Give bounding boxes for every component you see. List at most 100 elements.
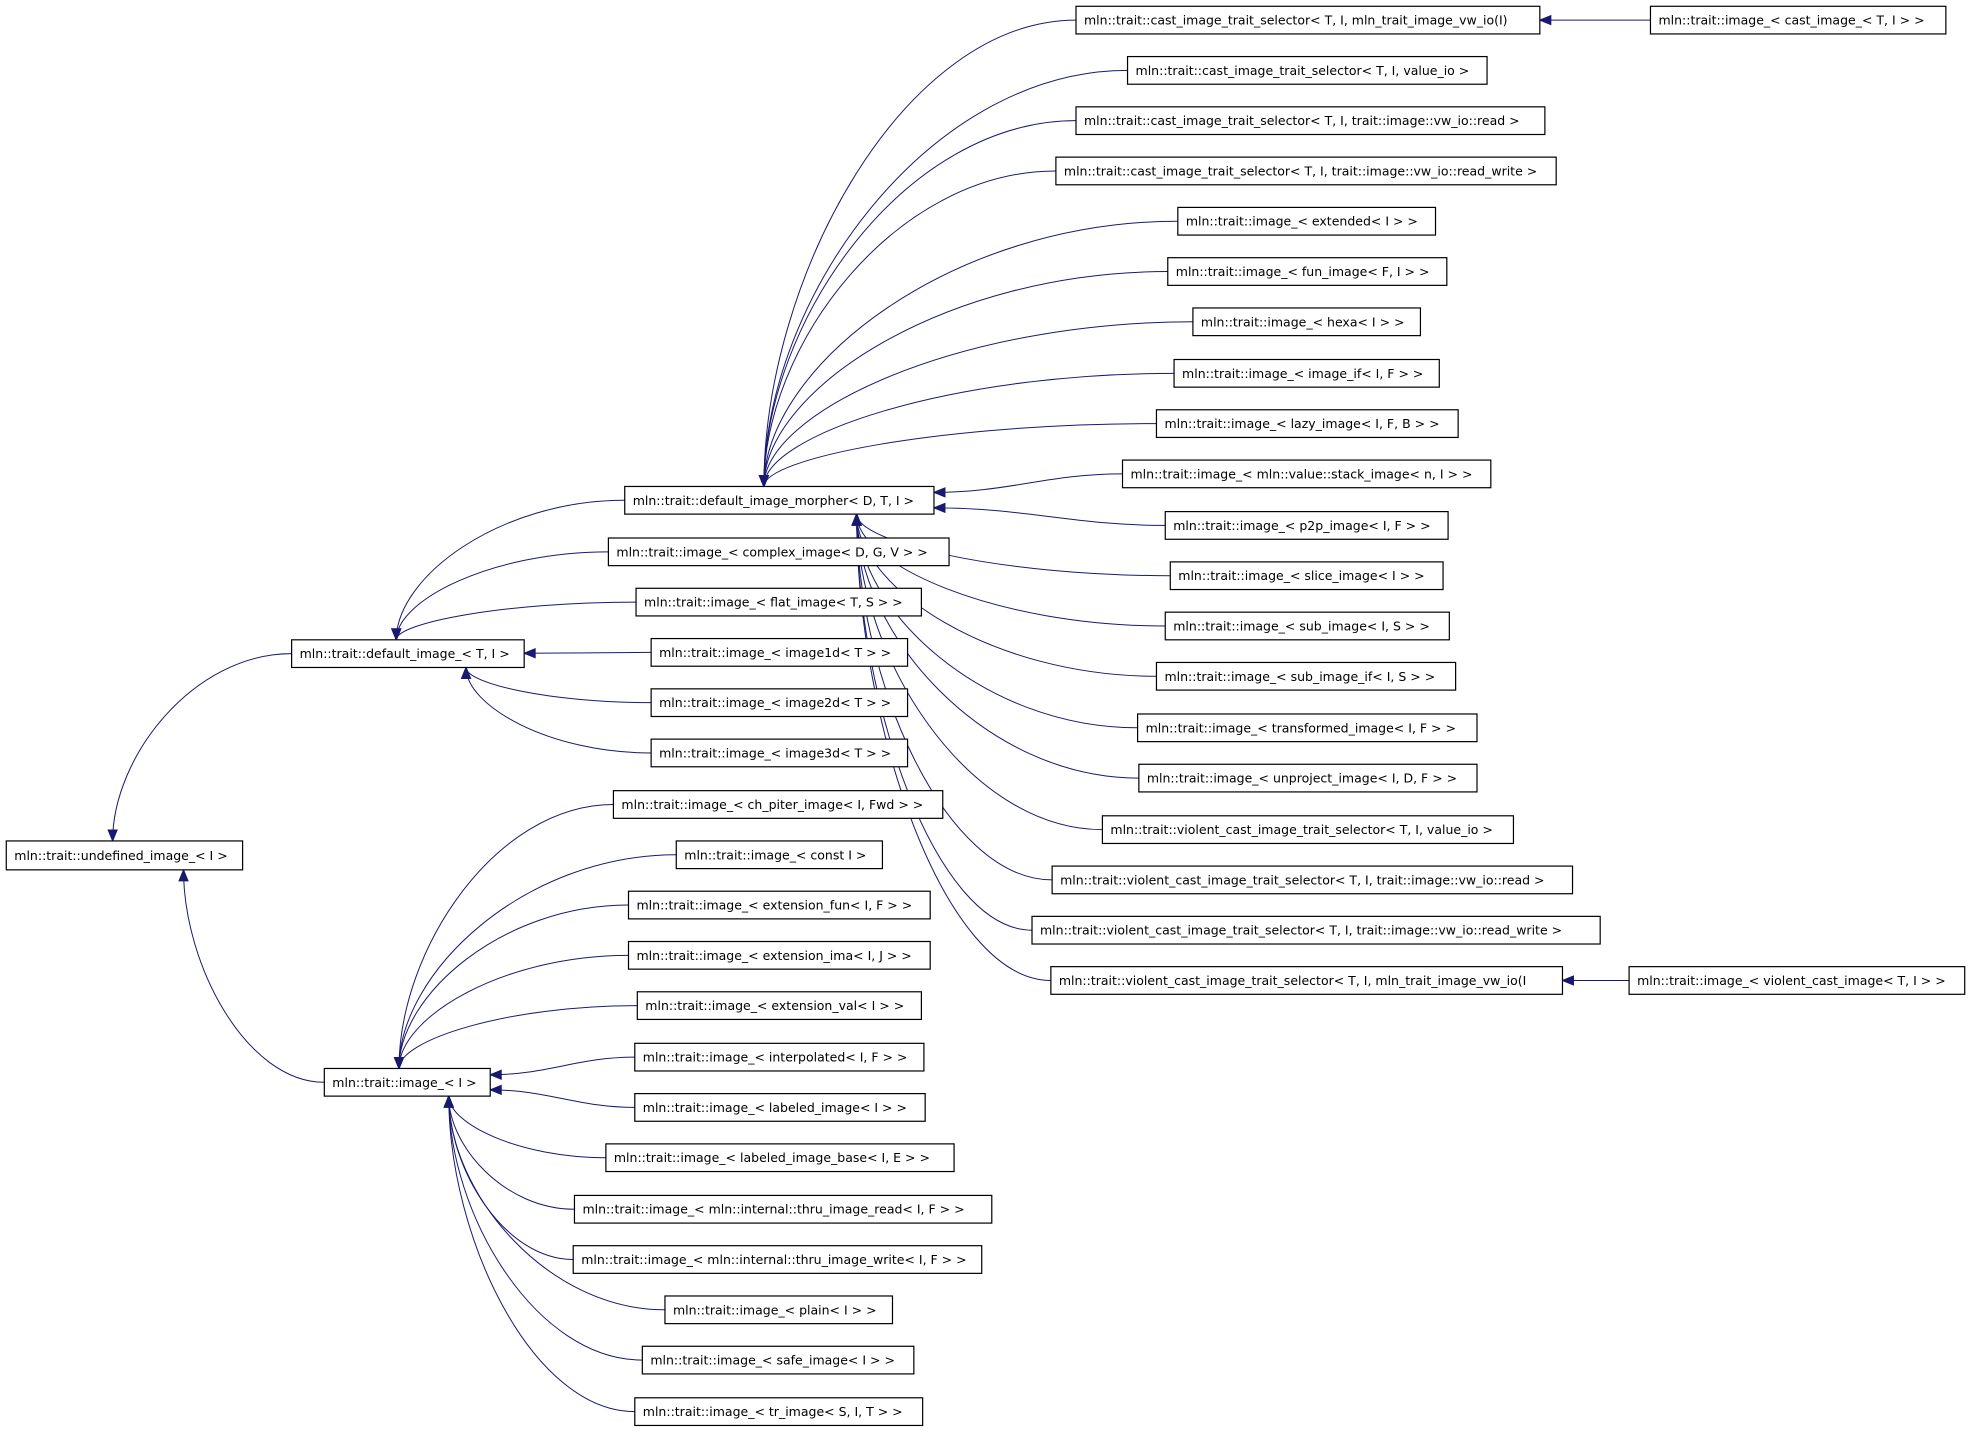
class-node-thru-image-write[interactable]: mln::trait::image_< mln::internal::thru_… <box>572 1245 983 1274</box>
class-node-interpolated[interactable]: mln::trait::image_< interpolated< I, F >… <box>634 1042 925 1072</box>
class-node-flat-image[interactable]: mln::trait::image_< flat_image< T, S > > <box>635 587 922 617</box>
class-node-p2p-image[interactable]: mln::trait::image_< p2p_image< I, F > > <box>1164 511 1449 540</box>
class-node-violent-read[interactable]: mln::trait::violent_cast_image_trait_sel… <box>1051 865 1574 895</box>
arrowhead-icon <box>932 487 946 498</box>
class-node-label: mln::trait::image_< lazy_image< I, F, B … <box>1164 416 1439 431</box>
class-node-const-I[interactable]: mln::trait::image_< const I > <box>675 840 884 870</box>
class-node-thru-image-read[interactable]: mln::trait::image_< mln::internal::thru_… <box>573 1194 993 1224</box>
class-node-label: mln::trait::image_< const I > <box>684 847 866 862</box>
class-node-label: mln::trait::image_< violent_cast_image< … <box>1637 973 1946 988</box>
class-node-label: mln::trait::image_< image1d< T > > <box>659 645 891 660</box>
class-node-complex-image[interactable]: mln::trait::image_< complex_image< D, G,… <box>607 537 950 567</box>
inheritance-edge-p2p_image-to-default_image_morpher <box>933 507 1166 526</box>
class-node-label: mln::trait::image_< tr_image< S, I, T > … <box>643 1404 903 1419</box>
arrowhead-icon <box>178 868 189 882</box>
class-node-box <box>323 1067 491 1097</box>
class-node-image-I[interactable]: mln::trait::image_< I > <box>323 1067 491 1097</box>
class-node-extension-fun[interactable]: mln::trait::image_< extension_fun< I, F … <box>627 890 931 920</box>
class-node-label: mln::trait::default_image_< T, I > <box>300 646 510 661</box>
class-node-label: mln::trait::image_< safe_image< I > > <box>650 1353 895 1368</box>
class-node-label: mln::trait::image_< cast_image_< T, I > … <box>1658 13 1924 28</box>
class-node-stack-image[interactable]: mln::trait::image_< mln::value::stack_im… <box>1121 459 1492 489</box>
class-node-plain[interactable]: mln::trait::image_< plain< I > > <box>664 1295 894 1325</box>
inheritance-edge-violent_read-to-default_image_morpher <box>856 514 1053 881</box>
class-node-label: mln::trait::image_< mln::internal::thru_… <box>581 1252 966 1267</box>
class-node-box <box>635 587 922 617</box>
class-node-slice-image[interactable]: mln::trait::image_< slice_image< I > > <box>1169 561 1444 591</box>
inheritance-edge-extension_ima-to-image_I <box>398 954 629 1069</box>
class-node-unproject-image[interactable]: mln::trait::image_< unproject_image< I, … <box>1138 763 1478 793</box>
arrowhead-icon <box>1538 14 1552 26</box>
class-node-box <box>1051 865 1574 895</box>
arrowhead-icon <box>1561 975 1574 986</box>
class-node-cast-sel-value-io[interactable]: mln::trait::cast_image_trait_selector< T… <box>1126 55 1488 85</box>
class-node-extension-val[interactable]: mln::trait::image_< extension_val< I > > <box>636 991 922 1021</box>
class-node-violent-vw-io[interactable]: mln::trait::violent_cast_image_trait_sel… <box>1050 966 1564 995</box>
inheritance-edge-image3d-to-default_image <box>465 667 652 754</box>
class-node-image-if[interactable]: mln::trait::image_< image_if< I, F > > <box>1173 358 1440 388</box>
inheritance-edge-lazy_image-to-default_image_morpher <box>763 423 1157 487</box>
class-node-lazy-image[interactable]: mln::trait::image_< lazy_image< I, F, B … <box>1155 409 1459 439</box>
class-node-undefined-image[interactable]: mln::trait::undefined_image_< I > <box>5 840 244 871</box>
class-node-box <box>612 790 944 819</box>
class-node-tr-image[interactable]: mln::trait::image_< tr_image< S, I, T > … <box>634 1397 924 1427</box>
class-node-label: mln::trait::image_< complex_image< D, G,… <box>616 544 927 559</box>
edges-layer <box>107 14 1651 1413</box>
class-node-box <box>1155 409 1459 439</box>
class-node-ch-piter-image[interactable]: mln::trait::image_< ch_piter_image< I, F… <box>612 790 944 819</box>
class-node-box <box>291 639 525 669</box>
class-node-label: mln::trait::cast_image_trait_selector< T… <box>1084 13 1508 28</box>
class-node-violent-value-io[interactable]: mln::trait::violent_cast_image_trait_sel… <box>1101 815 1515 845</box>
class-node-box <box>1177 206 1437 236</box>
class-node-fun-image[interactable]: mln::trait::image_< fun_image< F, I > > <box>1167 257 1448 286</box>
inheritance-edge-extended-to-default_image_morpher <box>763 220 1178 487</box>
class-node-label: mln::trait::image_< fun_image< F, I > > <box>1176 264 1430 279</box>
class-node-box <box>1649 5 1947 35</box>
inheritance-edge-default_image-to-undefined_image <box>112 653 292 841</box>
inheritance-edge-thru_image_read-to-image_I <box>448 1096 575 1210</box>
class-node-extended[interactable]: mln::trait::image_< extended< I > > <box>1177 206 1437 236</box>
inheritance-edge-image_if-to-default_image_morpher <box>763 372 1175 487</box>
class-node-image1d[interactable]: mln::trait::image_< image1d< T > > <box>650 637 909 667</box>
arrowhead-icon <box>488 1069 502 1080</box>
class-node-default-image-morpher[interactable]: mln::trait::default_image_morpher< D, T,… <box>624 485 935 515</box>
class-node-safe-image[interactable]: mln::trait::image_< safe_image< I > > <box>641 1345 915 1375</box>
class-node-default-image[interactable]: mln::trait::default_image_< T, I > <box>291 639 525 669</box>
class-node-cast-sel-vw-io[interactable]: mln::trait::cast_image_trait_selector< T… <box>1075 5 1541 35</box>
class-node-transformed-image[interactable]: mln::trait::image_< transformed_image< I… <box>1136 713 1478 743</box>
inheritance-edge-extension_val-to-image_I <box>398 1005 638 1069</box>
class-node-box <box>572 1245 983 1274</box>
class-node-label: mln::trait::image_< unproject_image< I, … <box>1147 771 1457 786</box>
inheritance-edge-cast_sel_read_write-to-default_image_morpher <box>763 170 1056 487</box>
class-node-image3d[interactable]: mln::trait::image_< image3d< T > > <box>650 738 909 768</box>
class-node-box <box>627 940 931 970</box>
class-node-labeled-image-base[interactable]: mln::trait::image_< labeled_image_base< … <box>605 1143 955 1173</box>
class-node-image2d[interactable]: mln::trait::image_< image2d< T > > <box>650 688 909 718</box>
class-node-hexa[interactable]: mln::trait::image_< hexa< I > > <box>1192 307 1422 337</box>
class-node-label: mln::trait::violent_cast_image_trait_sel… <box>1110 822 1493 837</box>
class-node-label: mln::trait::image_< transformed_image< I… <box>1146 720 1456 735</box>
inheritance-edge-labeled_image-to-image_I <box>490 1089 635 1108</box>
class-node-box <box>5 840 244 871</box>
class-node-cast-sel-read-write[interactable]: mln::trait::cast_image_trait_selector< T… <box>1055 156 1557 186</box>
inheritance-edge-tr_image-to-image_I <box>448 1096 635 1413</box>
class-node-box <box>650 688 909 718</box>
class-node-labeled-image[interactable]: mln::trait::image_< labeled_image< I > > <box>634 1093 926 1122</box>
arrowhead-icon <box>460 666 472 679</box>
class-node-label: mln::trait::image_< extension_val< I > > <box>645 998 904 1013</box>
class-node-sub-image-if[interactable]: mln::trait::image_< sub_image_if< I, S >… <box>1155 661 1457 691</box>
class-node-violent-cast-image[interactable]: mln::trait::image_< violent_cast_image< … <box>1628 966 1966 995</box>
class-node-label: mln::trait::image_< mln::value::stack_im… <box>1131 466 1473 481</box>
class-node-sub-image[interactable]: mln::trait::image_< sub_image< I, S > > <box>1164 611 1450 641</box>
inheritance-edge-ch_piter_image-to-image_I <box>398 803 614 1069</box>
class-node-box <box>634 1397 924 1427</box>
class-node-box <box>605 1143 955 1173</box>
inheritance-edge-safe_image-to-image_I <box>448 1096 643 1361</box>
class-node-box <box>1173 358 1440 388</box>
class-node-cast-image[interactable]: mln::trait::image_< cast_image_< T, I > … <box>1649 5 1947 35</box>
class-node-violent-read-write[interactable]: mln::trait::violent_cast_image_trait_sel… <box>1031 915 1601 945</box>
class-node-cast-sel-read[interactable]: mln::trait::cast_image_trait_selector< T… <box>1075 106 1546 136</box>
class-node-box <box>1136 713 1478 743</box>
inheritance-edge-cast_sel_value_io-to-default_image_morpher <box>763 69 1128 487</box>
class-node-extension-ima[interactable]: mln::trait::image_< extension_ima< I, J … <box>627 940 931 970</box>
